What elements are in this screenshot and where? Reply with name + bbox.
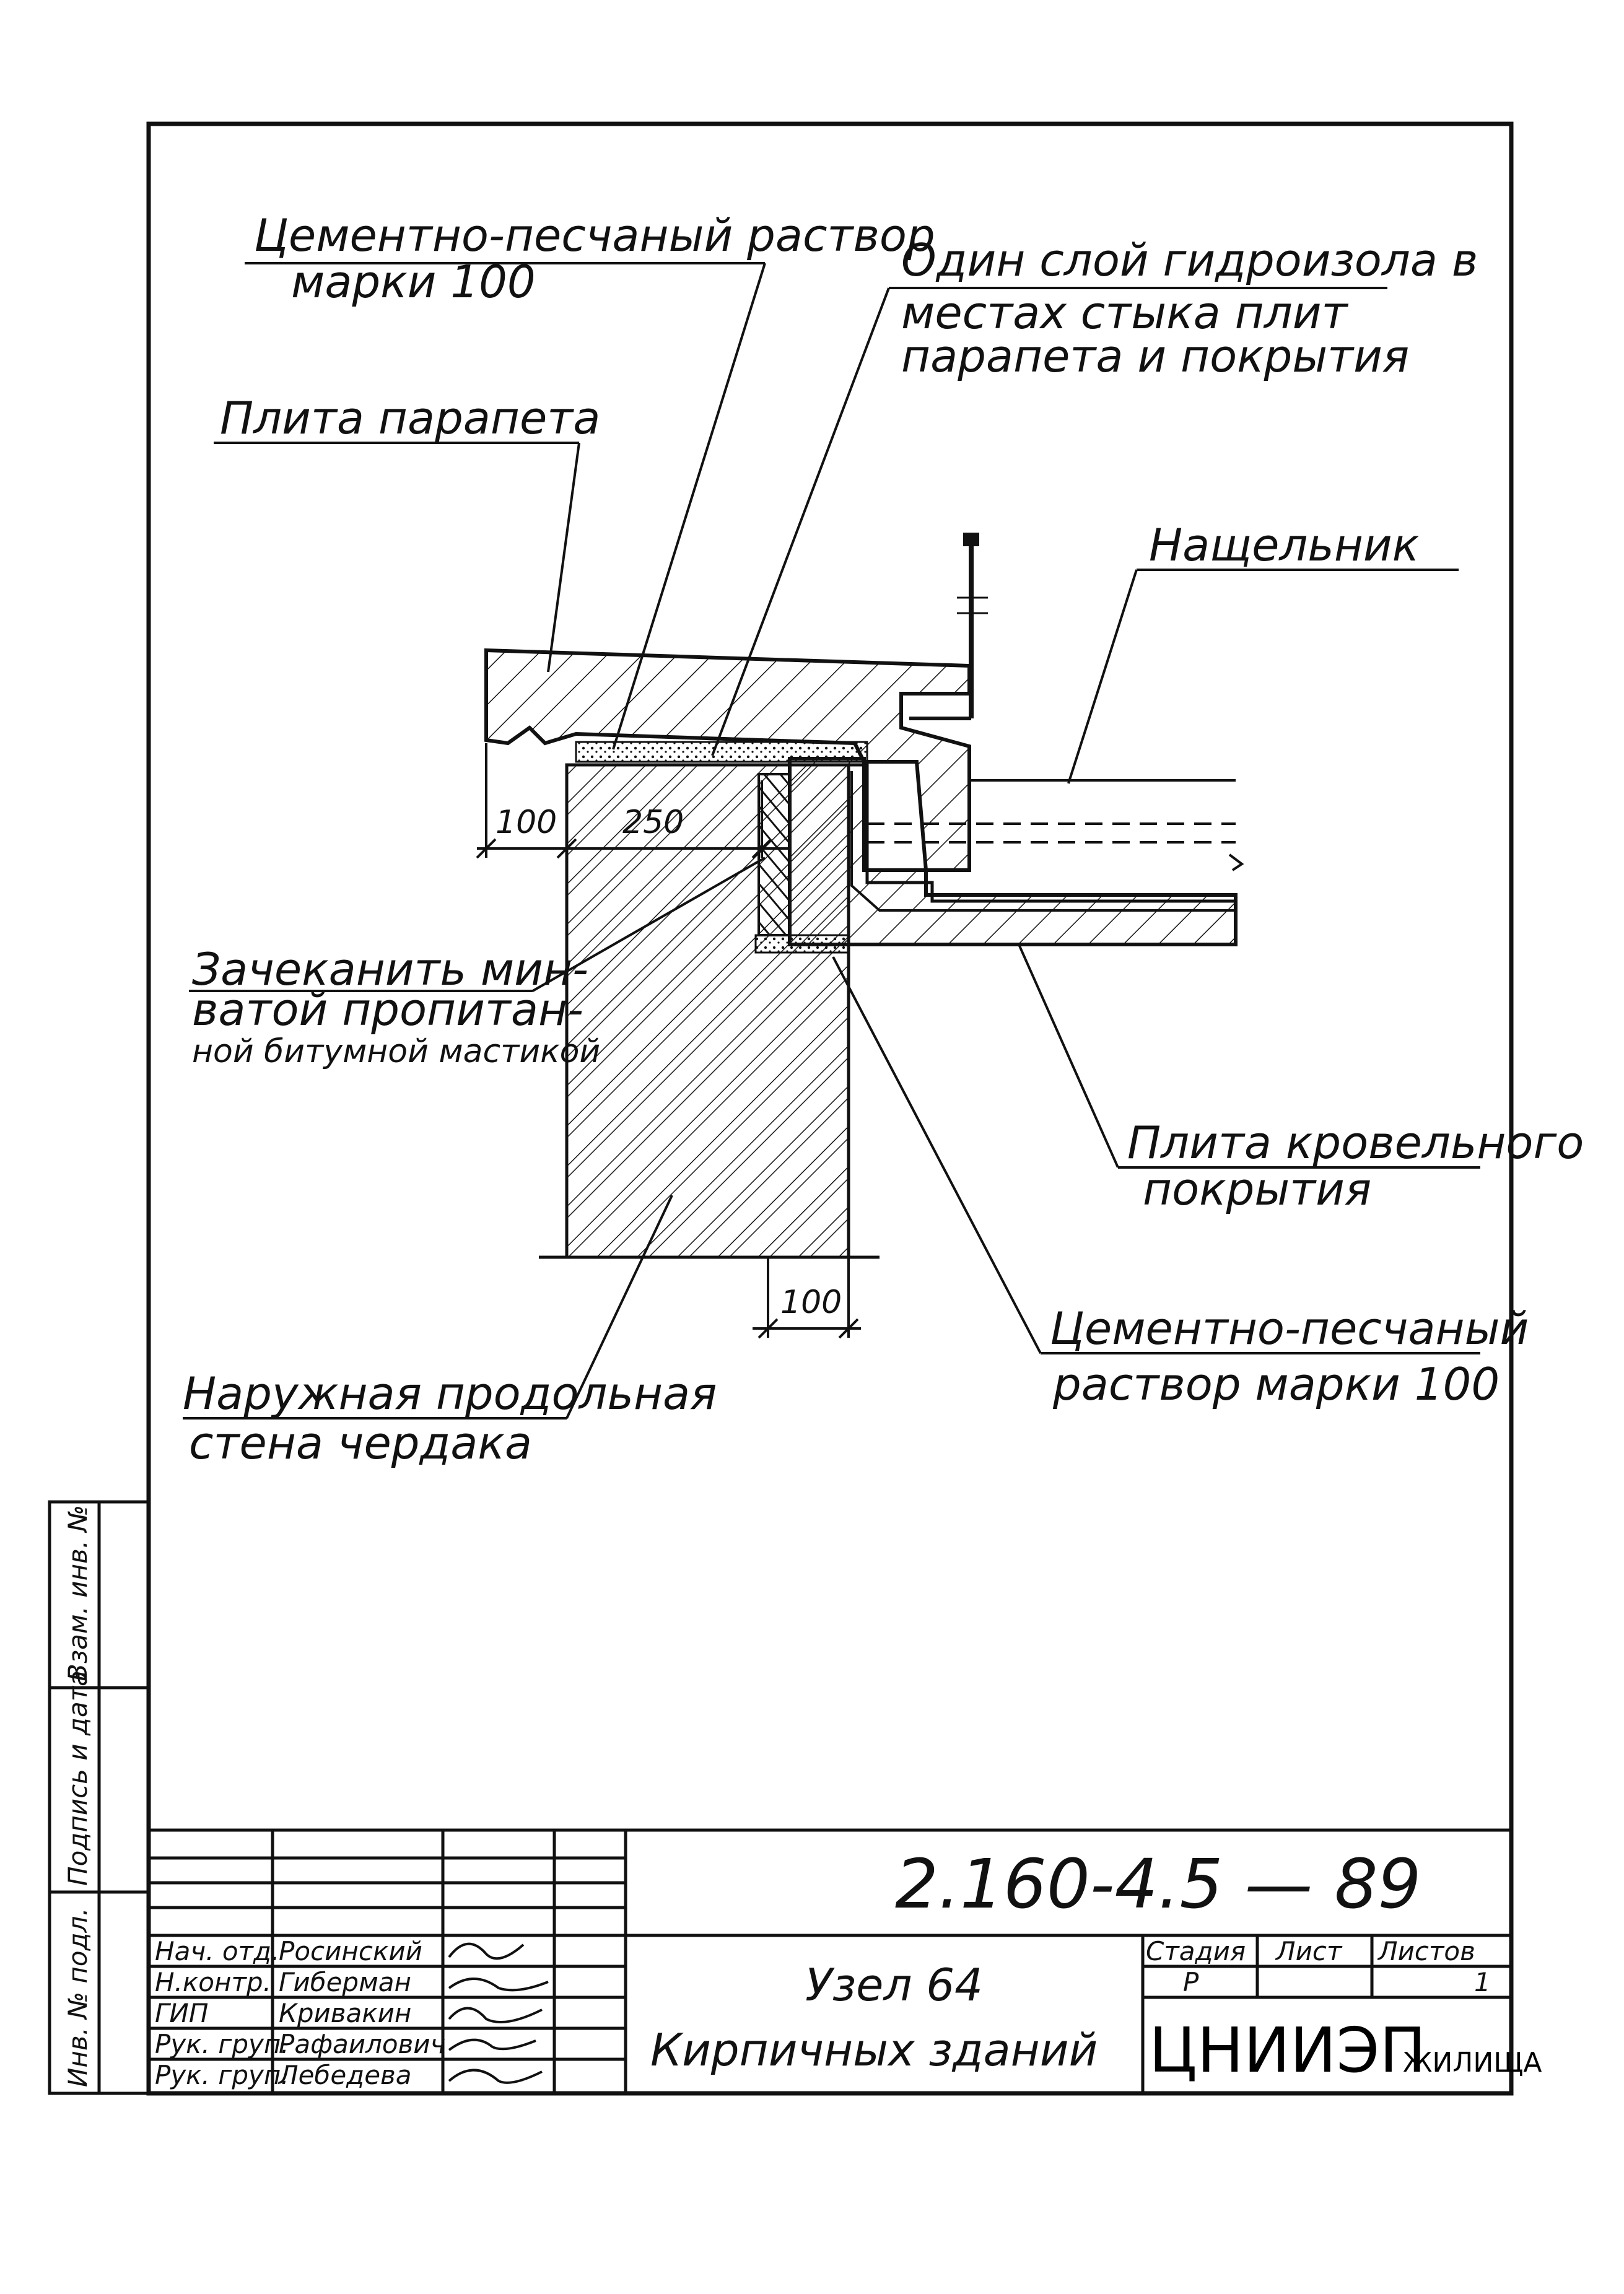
label-wall-1: Наружная продольная [183, 1367, 717, 1420]
side-stamp-inv: Инв. № подл. [63, 1908, 93, 2087]
label-wall-2: стена чердака [189, 1417, 532, 1469]
label-cement-bottom-2: раствор марки 100 [1052, 1358, 1500, 1410]
name-2: Гиберман [279, 1967, 411, 1997]
label-caulk-1: Зачеканить мин- [192, 943, 588, 995]
signatures [448, 1942, 549, 2084]
name-5: Лебедева [277, 2060, 412, 2090]
label-hydro-3: парапета и покрытия [901, 330, 1409, 382]
waterproofing-layer [759, 763, 1236, 903]
leader-lines [183, 262, 1480, 1420]
label-caulk-3: ной битумной мастикой [192, 1033, 600, 1070]
role-5: Рук. груп. [155, 2060, 289, 2090]
organization-name: ЖИЛИЩА [1403, 2047, 1542, 2078]
mortar-bed-bottom [754, 934, 850, 954]
label-caulk-2: ватой пропитан- [192, 983, 583, 1036]
dimension-lines [476, 743, 861, 1339]
label-hydro-1: Один слой гидроизола в [901, 234, 1478, 286]
roof-slab [788, 757, 1238, 946]
stage-header: Стадия [1146, 1936, 1246, 1966]
title-line-2: Кирпичных зданий [650, 2024, 1098, 2076]
dimension-100-left: 100 [495, 804, 557, 841]
role-2: Н.контр. [155, 1967, 271, 1997]
label-parapet-slab: Плита парапета [220, 392, 600, 444]
side-stamp-replace: Взам. инв. № [63, 1505, 93, 1681]
dimension-250: 250 [622, 804, 684, 841]
parapet-slab [484, 648, 971, 872]
mineral-wool [757, 773, 791, 936]
stage-value: Р [1183, 1967, 1199, 1997]
sheet-frame [146, 121, 1514, 2096]
organization-logo: ЦНИИЭП [1149, 2014, 1426, 2087]
drawing-code: 2.160-4.5 — 89 [895, 1844, 1421, 1924]
role-1: Нач. отд. [155, 1936, 279, 1966]
label-cement-bottom-1: Цементно-песчаный [1050, 1302, 1529, 1354]
label-hydro-2: местах стыка плит [901, 287, 1349, 339]
side-stamp-sign: Подпись и дата [63, 1670, 93, 1886]
name-3: Кривакин [279, 1998, 411, 2028]
sheets-value: 1 [1474, 1967, 1491, 1997]
sheet-header: Лист [1275, 1936, 1343, 1966]
title-block [149, 1828, 1511, 2093]
label-roof-slab-1: Плита кровельного [1127, 1117, 1584, 1169]
name-1: Росинский [279, 1936, 422, 1966]
title-line-1: Узел 64 [805, 1959, 983, 2011]
label-cement-top-1: Цементно-песчаный раствор [254, 209, 935, 261]
dimension-100-bottom: 100 [780, 1284, 842, 1321]
label-roof-slab-2: покрытия [1143, 1163, 1371, 1215]
side-stamp [48, 1500, 151, 2095]
label-cement-top-2: марки 100 [291, 256, 536, 308]
name-4: Рафаилович [279, 2029, 445, 2059]
role-3: ГИП [155, 1998, 208, 2028]
label-flashing: Нащельник [1149, 519, 1419, 571]
role-4: Рук. груп. [155, 2029, 289, 2059]
sheets-header: Листов [1377, 1936, 1475, 1966]
